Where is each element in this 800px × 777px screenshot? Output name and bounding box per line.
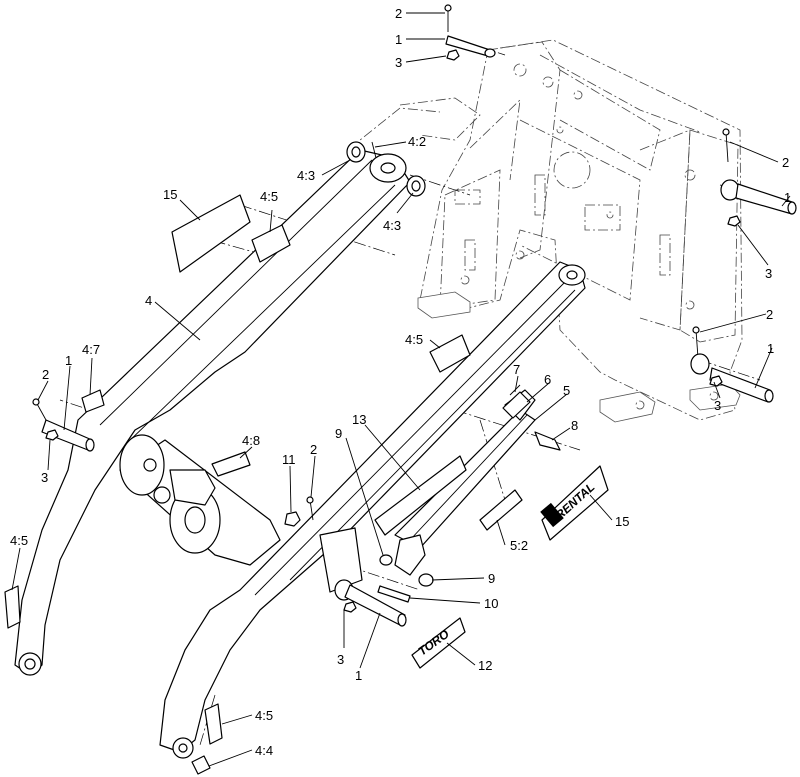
callout-15-b: 15 [615,514,629,529]
callout-4-3-a: 4:3 [297,168,315,183]
callout-2-top: 2 [395,6,402,21]
callout-1-left: 1 [65,353,72,368]
callout-10: 10 [484,596,498,611]
callout-5: 5 [563,383,570,398]
callout-labels: 2 1 3 4:2 4:3 4:3 15 4:5 2 1 3 4 2 1 3 4… [10,6,791,758]
callout-3-left: 3 [41,470,48,485]
callout-4-7: 4:7 [82,342,100,357]
callout-12: 12 [478,658,492,673]
callout-4-2: 4:2 [408,134,426,149]
callout-9-a: 9 [335,426,342,441]
callout-4: 4 [145,293,152,308]
callout-3-right-low: 3 [714,398,721,413]
callout-8: 8 [571,418,578,433]
callout-4-5-c: 4:5 [10,533,28,548]
mounting-plate [349,39,743,423]
leader-lines [11,12,791,767]
callout-2-right-low: 2 [766,307,773,322]
callout-1-bottom: 1 [355,668,362,683]
callout-15-a: 15 [163,187,177,202]
callout-3-top: 3 [395,55,402,70]
pins-and-fasteners [32,4,797,775]
callout-13: 13 [352,412,366,427]
callout-2-mid: 2 [310,442,317,457]
callout-1-right: 1 [784,190,791,205]
loader-arm-right [159,261,586,759]
callout-1-right-low: 1 [767,341,774,356]
callout-4-4: 4:4 [255,743,273,758]
callout-4-3-b: 4:3 [383,218,401,233]
callout-4-5-a: 4:5 [260,189,278,204]
callout-3-right: 3 [765,266,772,281]
callout-5-2: 5:2 [510,538,528,553]
callout-2-right: 2 [782,155,789,170]
callout-1-top: 1 [395,32,402,47]
callout-4-5-d: 4:5 [255,708,273,723]
callout-7: 7 [513,362,520,377]
callout-6: 6 [544,372,551,387]
callout-3-bottom: 3 [337,652,344,667]
callout-2-left: 2 [42,367,49,382]
cross-tube [119,434,281,566]
callout-4-5-b: 4:5 [405,332,423,347]
callout-9-b: 9 [488,571,495,586]
callout-11: 11 [282,452,296,467]
callout-4-8: 4:8 [242,433,260,448]
